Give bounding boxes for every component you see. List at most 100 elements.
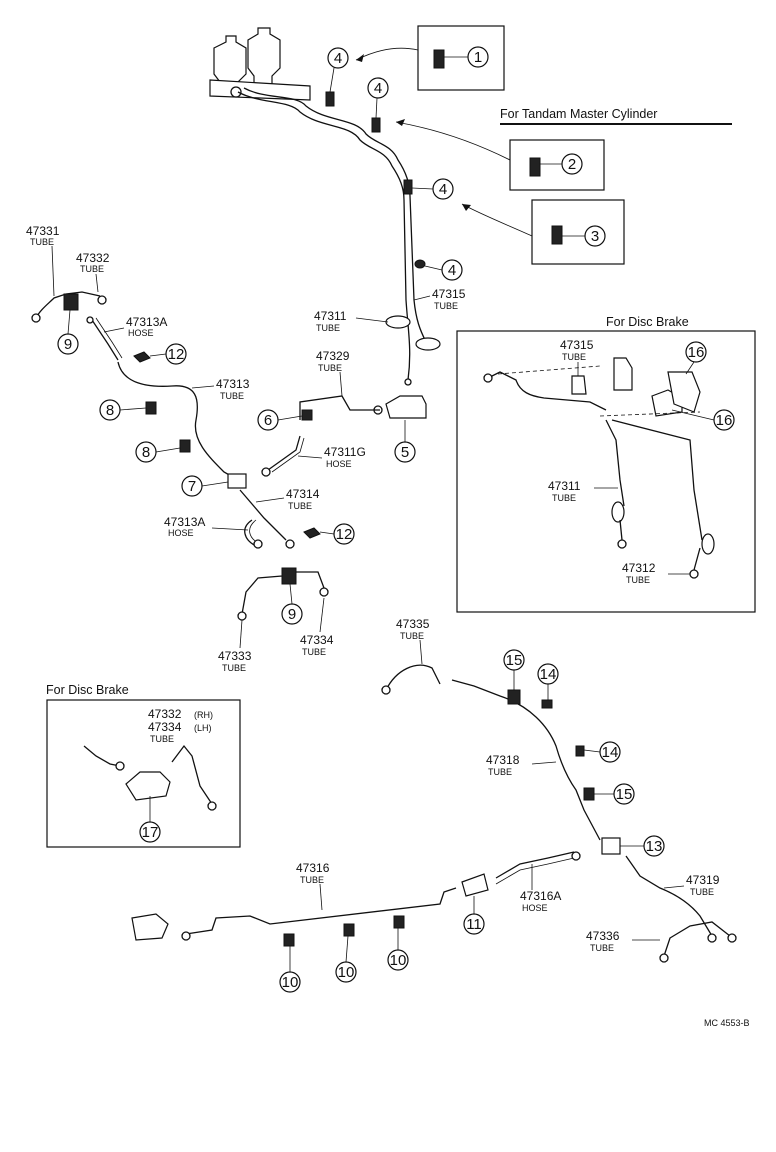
inset-clip-3: 3 bbox=[461, 199, 625, 265]
label-47313a-1: 47313A bbox=[126, 315, 167, 329]
callout-17: 17 bbox=[142, 824, 159, 841]
callout-4-b-badge: 4 bbox=[367, 77, 389, 119]
svg-text:4: 4 bbox=[439, 181, 447, 198]
label-47311-disc: 47311 bbox=[548, 479, 581, 493]
clip-8-b: 8 bbox=[135, 439, 191, 463]
clip-12-a: 12 bbox=[133, 343, 187, 365]
callout-5: 5 bbox=[401, 444, 409, 461]
svg-text:TUBE: TUBE bbox=[288, 501, 312, 511]
label-47313a-2: 47313A bbox=[164, 515, 205, 529]
svg-text:TUBE: TUBE bbox=[434, 301, 458, 311]
callout-4-a-badge: 4 bbox=[327, 47, 349, 93]
callout-10-c: 10 bbox=[390, 952, 407, 969]
svg-text:TUBE: TUBE bbox=[80, 264, 104, 274]
svg-text:TUBE: TUBE bbox=[220, 391, 244, 401]
clip-4-d bbox=[414, 259, 426, 269]
clip-6: 6 bbox=[257, 409, 313, 431]
callout-12-a: 12 bbox=[168, 346, 185, 363]
label-47315-disc: 47315 bbox=[560, 338, 594, 352]
svg-text:TUBE: TUBE bbox=[626, 575, 650, 585]
clip-4-c bbox=[403, 179, 413, 195]
clip-4-a bbox=[325, 91, 335, 107]
union-7: 7 bbox=[181, 473, 247, 497]
callout-4-c-badge: 4 bbox=[411, 178, 454, 200]
title-disc-left: For Disc Brake bbox=[46, 683, 129, 697]
svg-text:4: 4 bbox=[374, 80, 382, 97]
svg-text:(RH): (RH) bbox=[194, 710, 213, 720]
label-47312: 47312 bbox=[622, 561, 656, 575]
callout-16-a: 16 bbox=[688, 344, 705, 361]
label-47318: 47318 bbox=[486, 753, 520, 767]
svg-text:TUBE: TUBE bbox=[302, 647, 326, 657]
label-47329: 47329 bbox=[316, 349, 350, 363]
label-47311g: 47311G bbox=[324, 445, 366, 459]
label-47316: 47316 bbox=[296, 861, 330, 875]
svg-text:TUBE: TUBE bbox=[400, 631, 424, 641]
title-disc-right: For Disc Brake bbox=[606, 315, 689, 329]
callout-6: 6 bbox=[264, 412, 272, 429]
clip-10-a: 10 bbox=[279, 933, 301, 993]
label-47333: 47333 bbox=[218, 649, 252, 663]
callout-8-a: 8 bbox=[106, 402, 114, 419]
clip-12-b: 12 bbox=[303, 523, 355, 545]
callout-7: 7 bbox=[188, 478, 196, 495]
svg-text:TUBE: TUBE bbox=[150, 734, 174, 744]
valve-5: 5 bbox=[373, 395, 427, 463]
svg-text:TUBE: TUBE bbox=[300, 875, 324, 885]
svg-text:(LH): (LH) bbox=[194, 723, 212, 733]
callout-1: 1 bbox=[474, 49, 482, 66]
svg-text:TUBE: TUBE bbox=[552, 493, 576, 503]
callout-13: 13 bbox=[646, 838, 663, 855]
callout-8-b: 8 bbox=[142, 444, 150, 461]
clip-8-a: 8 bbox=[99, 399, 157, 421]
label-47315: 47315 bbox=[432, 287, 466, 301]
callout-9-b: 9 bbox=[288, 606, 296, 623]
label-47334-lh: 47334 bbox=[148, 720, 182, 734]
svg-text:HOSE: HOSE bbox=[326, 459, 352, 469]
svg-text:TUBE: TUBE bbox=[316, 323, 340, 333]
label-47332: 47332 bbox=[76, 251, 110, 265]
master-cylinder bbox=[209, 27, 311, 101]
svg-text:4: 4 bbox=[334, 50, 342, 67]
svg-text:TUBE: TUBE bbox=[690, 887, 714, 897]
label-47316a: 47316A bbox=[520, 889, 561, 903]
label-47319: 47319 bbox=[686, 873, 720, 887]
inset-disc-brake-left: For Disc Brake 47332 (RH) 47334 (LH) TUB… bbox=[46, 683, 241, 848]
inset-disc-brake-right: For Disc Brake 47315 TUBE 47311 TUBE 473… bbox=[456, 315, 756, 613]
svg-text:TUBE: TUBE bbox=[30, 237, 54, 247]
clip-10-c: 10 bbox=[387, 915, 409, 971]
callout-9-a: 9 bbox=[64, 336, 72, 353]
callout-4-d-badge: 4 bbox=[424, 259, 463, 281]
svg-text:TUBE: TUBE bbox=[318, 363, 342, 373]
callout-10-a: 10 bbox=[282, 974, 299, 991]
main-tube-47315 bbox=[237, 87, 441, 386]
callout-10-b: 10 bbox=[338, 964, 355, 981]
inset-clip-1: 1 bbox=[355, 25, 505, 91]
title-tandem: For Tandam Master Cylinder bbox=[500, 107, 657, 121]
label-47334: 47334 bbox=[300, 633, 334, 647]
label-47335: 47335 bbox=[396, 617, 430, 631]
inset-clip-2: 2 bbox=[395, 119, 605, 191]
svg-text:TUBE: TUBE bbox=[590, 943, 614, 953]
label-47331: 47331 bbox=[26, 224, 60, 238]
callout-3: 3 bbox=[591, 228, 599, 245]
callout-2: 2 bbox=[568, 156, 576, 173]
callout-12-b: 12 bbox=[336, 526, 353, 543]
label-47311: 47311 bbox=[314, 309, 347, 323]
svg-text:HOSE: HOSE bbox=[168, 528, 194, 538]
label-47336: 47336 bbox=[586, 929, 620, 943]
label-47313: 47313 bbox=[216, 377, 250, 391]
svg-text:TUBE: TUBE bbox=[222, 663, 246, 673]
svg-text:HOSE: HOSE bbox=[522, 903, 548, 913]
label-47332-rh: 47332 bbox=[148, 707, 182, 721]
clip-10-b: 10 bbox=[335, 923, 357, 983]
callout-15-b: 15 bbox=[616, 786, 633, 803]
svg-text:HOSE: HOSE bbox=[128, 328, 154, 338]
callout-11: 11 bbox=[466, 916, 482, 933]
clip-4-b bbox=[371, 117, 381, 133]
svg-text:TUBE: TUBE bbox=[562, 352, 586, 362]
diagram-code: MC 4553-B bbox=[704, 1018, 750, 1028]
callout-14-b: 14 bbox=[602, 744, 619, 761]
svg-text:4: 4 bbox=[448, 262, 456, 279]
